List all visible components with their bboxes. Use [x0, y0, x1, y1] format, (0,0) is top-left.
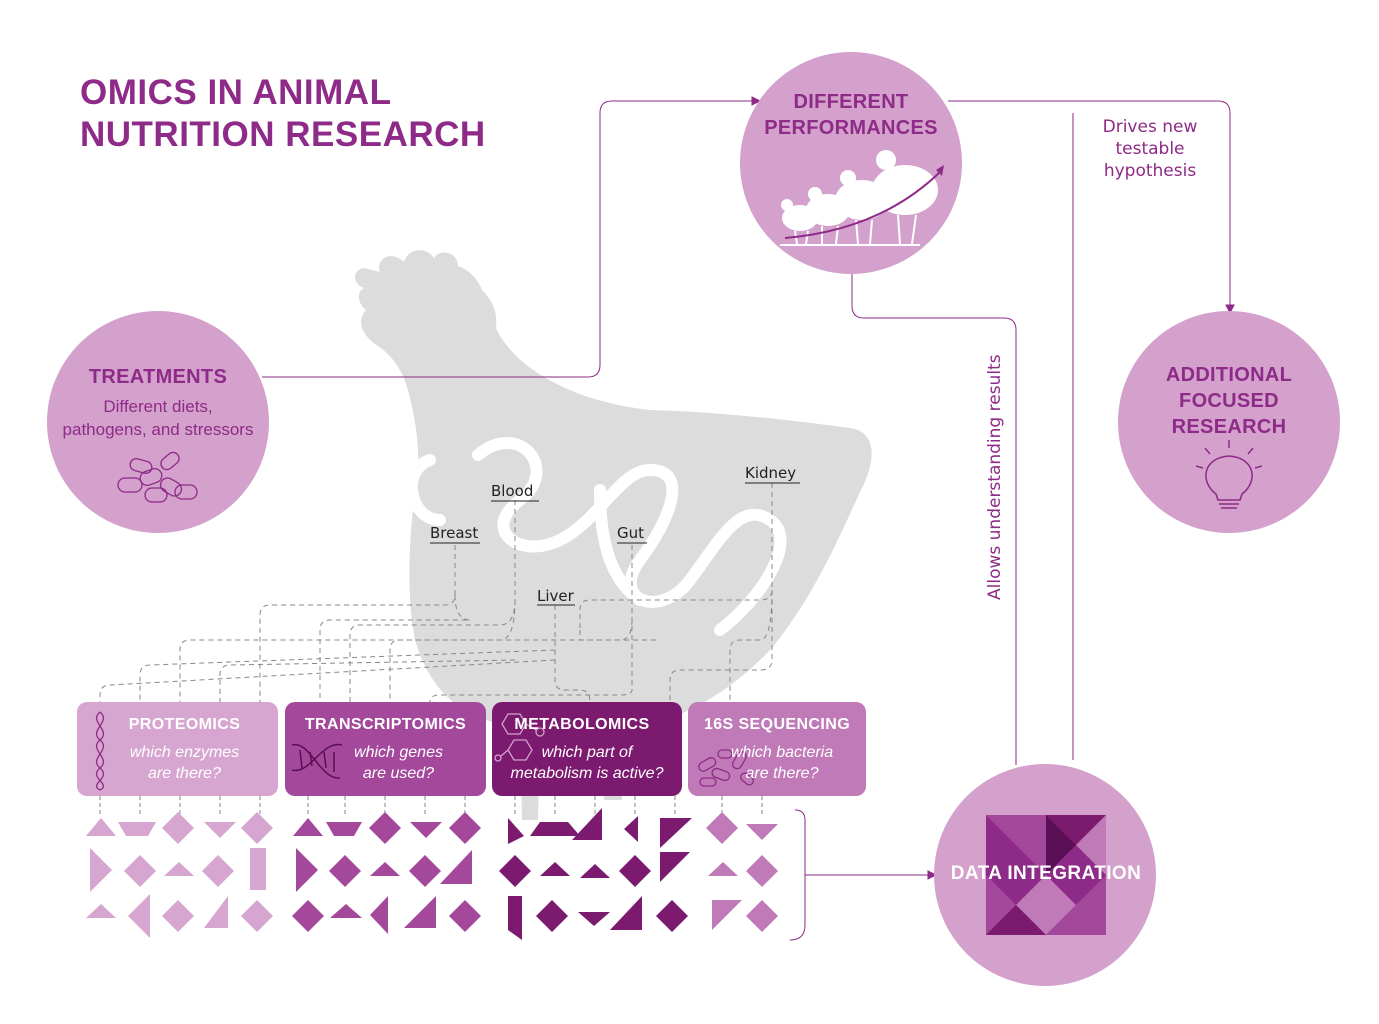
sequencing-box — [688, 702, 866, 796]
box-output-connectors — [99, 796, 763, 815]
metabolomics-shapes — [499, 808, 692, 940]
proteomics-title: PROTEOMICS — [128, 716, 241, 733]
additional-research-label: ADDITIONAL FOCUSED RESEARCH — [1129, 362, 1329, 440]
proteomics-label: PROTEOMICS which enzymes are there? — [77, 702, 278, 796]
sequencing-title: 16S SEQUENCING — [703, 716, 851, 733]
organ-blood: Blood — [491, 482, 534, 500]
proteomics-line-1: which enzymes — [129, 744, 240, 761]
molecule-icon — [494, 713, 545, 762]
performances-circle — [740, 52, 962, 274]
flow-lines — [262, 96, 1235, 941]
transcriptomics-title: TRANSCRIPTOMICS — [304, 716, 467, 733]
performances-line-2: PERFORMANCES — [764, 117, 938, 139]
data-integration-label: DATA INTEGRATION — [950, 863, 1142, 884]
proteomics-shapes — [86, 812, 273, 938]
organ-liver: Liver — [537, 587, 574, 605]
sequencing-line-1: which bacteria — [730, 744, 834, 761]
page-title: OMICS IN ANIMAL NUTRITION RESEARCH — [80, 72, 486, 156]
treatments-line-2: pathogens, and stressors — [62, 420, 254, 439]
title-line-2: NUTRITION RESEARCH — [80, 115, 486, 154]
drives-note: Drives new testable hypothesis — [1080, 116, 1220, 182]
proteomics-line-2: are there? — [148, 765, 221, 782]
metabolomics-line-1: which part of — [541, 744, 633, 761]
lightbulb-icon — [1195, 440, 1263, 509]
transcriptomics-line-1: which genes — [354, 744, 443, 761]
transcriptomics-question: which genes are used? — [285, 742, 486, 784]
organ-breast: Breast — [430, 524, 479, 542]
additional-research-circle — [1118, 311, 1340, 533]
organ-connectors — [99, 483, 773, 703]
sequencing-line-2: are there? — [745, 765, 819, 782]
title-line-1: OMICS IN ANIMAL — [80, 73, 392, 112]
treatments-circle — [47, 311, 269, 533]
metabolomics-label: METABOLOMICS which part of metabolism is… — [492, 702, 682, 796]
drives-line-3: hypothesis — [1103, 161, 1197, 181]
treatments-title: TREATMENTS — [88, 366, 228, 388]
metabolomics-box — [492, 702, 682, 796]
organ-kidney: Kidney — [745, 464, 797, 482]
transcriptomics-label: TRANSCRIPTOMICS which genes are used? — [285, 702, 486, 796]
sequencing-label: 16S SEQUENCING which bacteria are there? — [688, 702, 866, 796]
transcriptomics-shapes — [292, 812, 481, 934]
metabolomics-line-2: metabolism is active? — [510, 765, 664, 782]
sequencing-shapes — [706, 812, 778, 932]
proteomics-box — [77, 702, 278, 796]
additional-line-3: RESEARCH — [1171, 416, 1287, 438]
performances-label: DIFFERENT PERFORMANCES — [751, 89, 951, 141]
treatments-line-1: Different diets, — [103, 397, 213, 416]
treatments-label: TREATMENTS Different diets, pathogens, a… — [48, 364, 268, 441]
tangram-icon — [986, 815, 1106, 935]
sequencing-question: which bacteria are there? — [688, 742, 866, 784]
drives-line-2: testable — [1115, 139, 1185, 159]
organ-underlines — [430, 482, 800, 606]
protein-helix-icon — [95, 711, 105, 791]
dna-icon — [291, 743, 343, 779]
drives-line-1: Drives new — [1102, 117, 1198, 137]
additional-line-2: FOCUSED — [1179, 390, 1279, 412]
additional-line-1: ADDITIONAL — [1165, 364, 1293, 386]
transcriptomics-line-2: are used? — [362, 765, 435, 782]
metabolomics-title: METABOLOMICS — [514, 716, 650, 733]
chicken-growth-icon — [780, 150, 944, 246]
pills-icon — [117, 451, 198, 503]
organ-gut: Gut — [617, 524, 645, 542]
performances-line-1: DIFFERENT — [793, 91, 909, 113]
transcriptomics-box — [285, 702, 486, 796]
metabolomics-question: which part of metabolism is active? — [492, 742, 682, 784]
allows-note: Allows understanding results — [985, 354, 1005, 600]
bacteria-icon — [698, 749, 754, 787]
proteomics-question: which enzymes are there? — [77, 742, 278, 784]
